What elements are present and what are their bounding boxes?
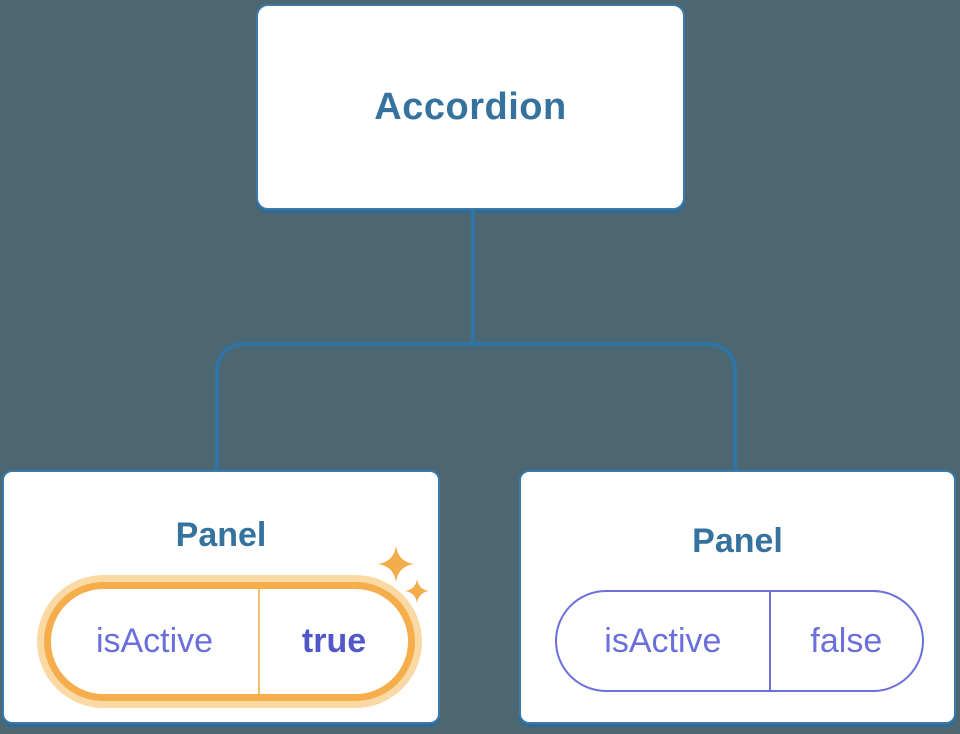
- state-pill-active: isActive true: [44, 582, 415, 701]
- accordion-node-label: Accordion: [374, 85, 567, 128]
- panel-node-label: Panel: [175, 516, 267, 554]
- panel-node-active: Panel isActive true: [2, 470, 440, 724]
- state-pill-value: true: [301, 622, 367, 660]
- tree-connector-stem: [471, 210, 475, 344]
- state-pill-divider: [258, 589, 261, 694]
- accordion-node: Accordion: [256, 4, 685, 210]
- state-pill-value: false: [810, 621, 883, 660]
- state-pill-inactive: isActive false: [555, 590, 924, 692]
- state-pill-key: isActive: [604, 621, 722, 660]
- panel-node-inactive: Panel isActive false: [519, 470, 956, 724]
- state-pill-key: isActive: [95, 622, 214, 660]
- panel-node-label: Panel: [692, 522, 783, 560]
- state-pill-divider: [768, 592, 771, 690]
- sparkles-icon: [378, 546, 430, 604]
- tree-connector-branches: [215, 342, 737, 470]
